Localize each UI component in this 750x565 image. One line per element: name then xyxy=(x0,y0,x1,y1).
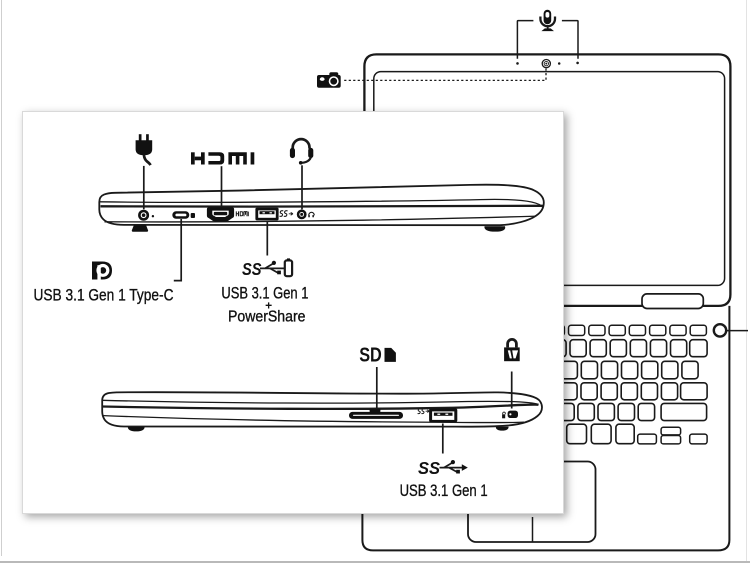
svg-text:USB 3.1 Gen 1 Type-C: USB 3.1 Gen 1 Type-C xyxy=(34,286,174,304)
svg-text:USB 3.1 Gen 1: USB 3.1 Gen 1 xyxy=(400,481,488,500)
svg-text:SD: SD xyxy=(359,345,382,367)
svg-text:+: + xyxy=(265,299,272,313)
svg-text:SS: SS xyxy=(242,259,262,279)
svg-text:PowerShare: PowerShare xyxy=(228,309,306,326)
svg-text:SS: SS xyxy=(418,458,440,478)
svg-text:USB 3.1 Gen 1: USB 3.1 Gen 1 xyxy=(221,285,308,303)
